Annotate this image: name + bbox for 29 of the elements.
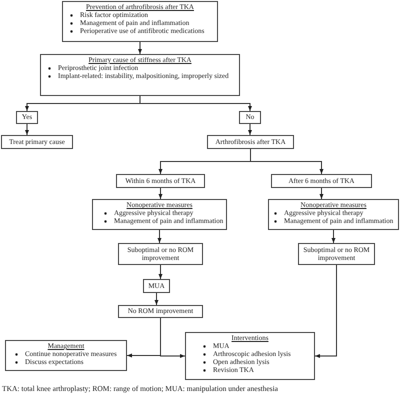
arrow [332, 230, 336, 244]
process-box [40, 54, 240, 96]
arrow [158, 264, 162, 280]
arrow [25, 124, 29, 136]
process-box [116, 174, 205, 188]
arrow [138, 42, 142, 54]
process-box [207, 135, 294, 149]
process-box [185, 332, 315, 380]
process-box [118, 243, 203, 265]
process-box [1, 135, 73, 149]
arrow [320, 188, 324, 200]
process-box [5, 340, 127, 371]
process-box [298, 243, 375, 265]
arrow [158, 230, 162, 244]
arrow [250, 148, 324, 174]
arrow [140, 96, 252, 112]
arrow [160, 318, 186, 358]
arrow [314, 264, 337, 358]
arrow [158, 188, 162, 200]
process-box [271, 174, 372, 188]
arrow [248, 124, 252, 136]
arrow [154, 292, 158, 306]
process-box [268, 199, 399, 230]
process-box [143, 279, 170, 293]
process-box [16, 111, 38, 124]
process-box [92, 199, 227, 230]
process-box [62, 1, 218, 42]
process-box [239, 111, 261, 124]
process-box [118, 305, 203, 318]
